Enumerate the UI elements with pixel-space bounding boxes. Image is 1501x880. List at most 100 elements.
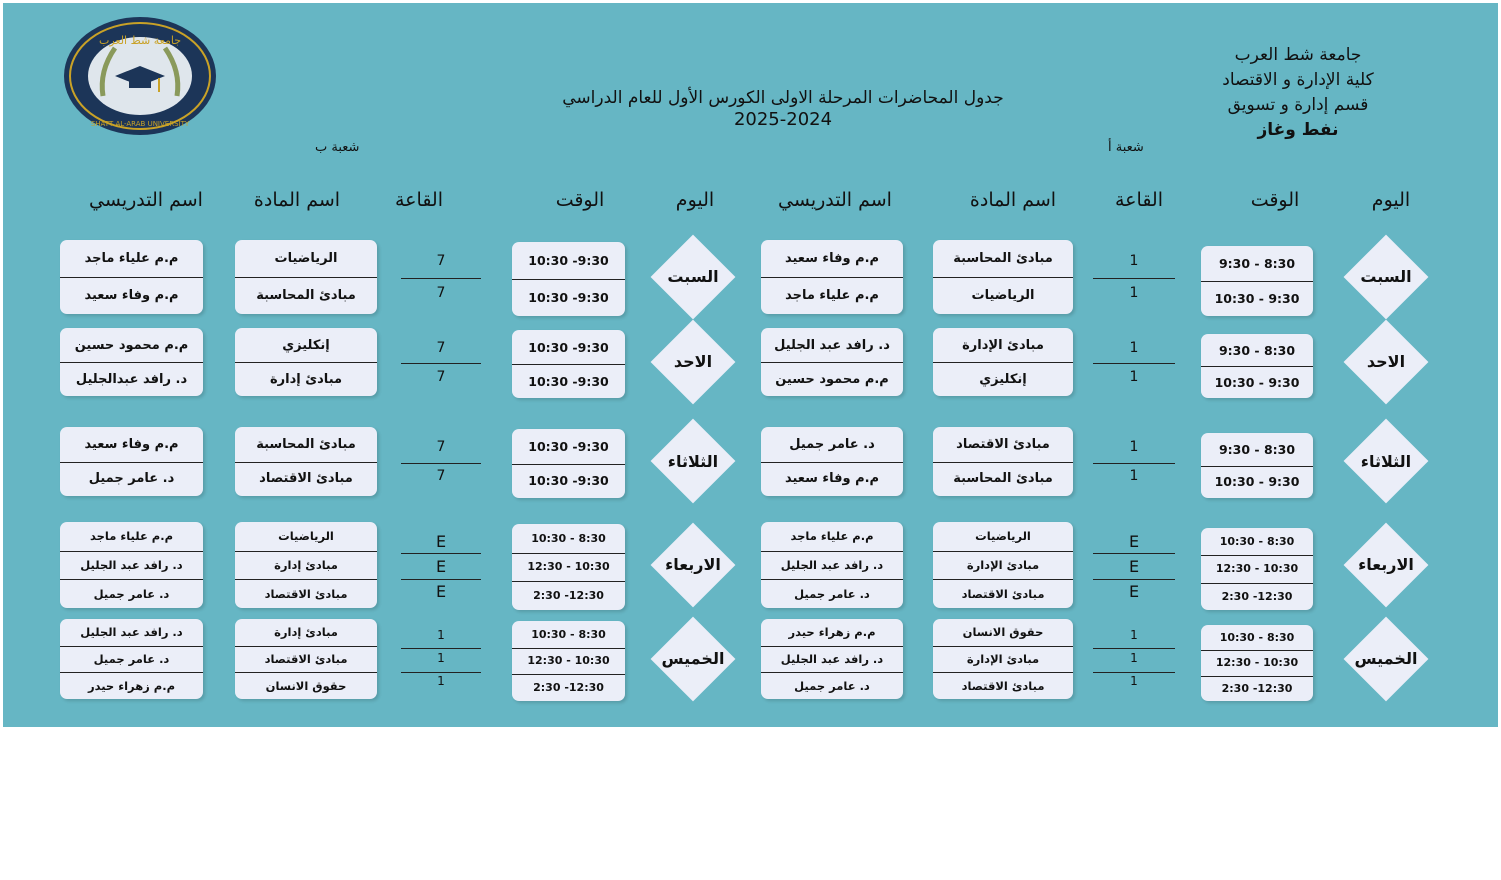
subject-card-a-entry: مبادئ الإدارة — [966, 557, 1040, 572]
time-card-b-entry: 8:30 - 10:30 — [531, 531, 606, 545]
room-cell-a-divider — [1093, 278, 1175, 279]
time-card-a-entry: 8:30 - 9:30 — [1218, 441, 1296, 457]
day-diamond-a-label: الثلاثاء — [1360, 451, 1412, 471]
teacher-card-a-divider — [761, 362, 903, 363]
teacher-card-b-entry: م.م علياء ماجد — [84, 251, 179, 266]
room-cell-b-divider — [401, 553, 481, 555]
room-cell-a-number: 1 — [1129, 339, 1139, 356]
subject-card-a-divider — [933, 579, 1073, 581]
room-cell-a-number: 1 — [1129, 368, 1139, 385]
subject-card-a-entry: مبادئ الإدارة — [966, 651, 1040, 666]
subject-card-b-entry: مبادئ الاقتصاد — [259, 471, 353, 487]
time-card-a-entry: 12:30- 2:30 — [1221, 589, 1293, 603]
time-card-a: 8:30 - 9:30 9:30 - 10:30 — [1201, 433, 1313, 498]
subject-card-a-divider — [933, 362, 1073, 363]
subject-card-b-divider — [235, 645, 377, 647]
subject-card-a-entry: الرياضيات — [971, 288, 1035, 303]
room-cell-b-divider — [401, 363, 481, 364]
day-diamond-b-label: السبت — [667, 267, 719, 287]
time-card-a-divider — [1201, 675, 1313, 677]
teacher-card-a-entry: د. رافد عبد الجليل — [780, 557, 884, 572]
subject-card-a-divider — [933, 672, 1073, 674]
time-card-b-entry: 12:30- 2:30 — [533, 589, 604, 603]
day-diamond-b: السبت — [650, 234, 736, 320]
day-diamond-b-label: الثلاثاء — [667, 451, 719, 471]
teacher-card-a-entry: م.م علياء ماجد — [790, 529, 874, 544]
subject-card-b-divider — [235, 277, 377, 278]
time-card-a-divider — [1201, 582, 1313, 584]
time-card-a-divider — [1201, 465, 1313, 467]
subject-card-b-entry: مبادئ الاقتصاد — [264, 651, 348, 666]
subject-card-b-divider — [235, 672, 377, 674]
time-card-b-divider — [512, 552, 625, 554]
time-card-a-entry: 12:30- 2:30 — [1221, 681, 1293, 695]
room-cell-b-divider — [401, 278, 481, 279]
teacher-card-b-entry: د. عامر جميل — [93, 651, 170, 666]
subject-card-b: مبادئ المحاسبة مبادئ الاقتصاد — [235, 427, 377, 496]
college-name: كلية الإدارة و الاقتصاد — [1222, 70, 1374, 90]
time-card-b-divider — [512, 581, 625, 583]
room-cell-b-number: E — [435, 557, 447, 576]
subject-card-a-entry: إنكليزي — [979, 371, 1027, 387]
teacher-card-b-entry: م.م محمود حسين — [74, 337, 189, 353]
room-cell-a-divider — [1093, 648, 1175, 650]
teacher-card-a-entry: د. عامر جميل — [789, 436, 875, 452]
room-cell-a-number: 1 — [1130, 651, 1138, 665]
room-cell-a-divider — [1093, 553, 1175, 555]
teacher-card-b-divider — [60, 362, 203, 363]
header-subject-b: اسم المادة — [253, 189, 341, 211]
time-card-a-entry: 10:30 - 12:30 — [1215, 656, 1299, 670]
subject-card-a-divider — [933, 461, 1073, 463]
teacher-card-b-divider — [60, 461, 203, 463]
university-name: جامعة شط العرب — [1234, 45, 1362, 65]
program-name: نفط وغاز — [1257, 120, 1339, 140]
header-teacher-a: اسم التدريسي — [778, 189, 892, 211]
room-cell-b-divider — [401, 462, 481, 464]
time-card-b-entry: 9:30- 10:30 — [528, 438, 609, 454]
university-logo: جامعة شط العرب SHATT AL-ARAB UNIVERSITY — [64, 17, 216, 135]
room-cell-a-number: 1 — [1129, 285, 1139, 301]
teacher-card-b-entry: م.م وفاء سعيد — [84, 288, 179, 303]
time-card-b-entry: 9:30- 10:30 — [528, 473, 609, 489]
header-room-b: القاعة — [395, 189, 443, 211]
university-info: جامعة شط العرب كلية الإدارة و الاقتصاد ق… — [1168, 43, 1428, 143]
teacher-card-a-divider — [761, 579, 903, 581]
room-cell-a-number: 1 — [1129, 253, 1139, 269]
subject-card-b-entry: مبادئ المحاسبة — [256, 436, 356, 452]
day-diamond-b: الثلاثاء — [650, 419, 736, 504]
day-diamond-a-label: الخميس — [1354, 649, 1418, 669]
time-card-a-divider — [1201, 650, 1313, 652]
title-line-2: 2025-2024 — [733, 109, 833, 130]
header-time-b: الوقت — [555, 189, 605, 211]
teacher-card-b-entry: م.م وفاء سعيد — [84, 436, 179, 452]
time-card-b-entry: 12:30- 2:30 — [533, 681, 604, 695]
day-diamond-b-label: الاحد — [673, 352, 713, 372]
day-diamond-a-label: الاحد — [1366, 352, 1406, 372]
teacher-card-a-entry: م.م وفاء سعيد — [784, 251, 880, 266]
teacher-card-b-entry: د. رافد عبدالجليل — [75, 371, 188, 387]
teacher-card-a-divider — [761, 672, 903, 674]
teacher-card-b: م.م علياء ماجد م.م وفاء سعيد — [60, 240, 203, 314]
room-cell-b-number: E — [435, 582, 447, 602]
title-line-1: جدول المحاضرات المرحلة الاولى الكورس الأ… — [562, 88, 1004, 108]
schedule-panel: جامعة شط العرب SHATT AL-ARAB UNIVERSITY … — [3, 3, 1498, 727]
subject-card-a-entry: الرياضيات — [975, 529, 1031, 544]
teacher-card-b: م.م محمود حسين د. رافد عبدالجليل — [60, 328, 203, 396]
time-card-b-entry: 9:30- 10:30 — [528, 253, 609, 268]
room-cell-b-divider — [401, 671, 481, 673]
teacher-card-b-divider — [60, 277, 203, 278]
room-cell-b-number: 7 — [436, 339, 446, 356]
time-card-a-entry: 9:30 - 10:30 — [1214, 474, 1300, 490]
